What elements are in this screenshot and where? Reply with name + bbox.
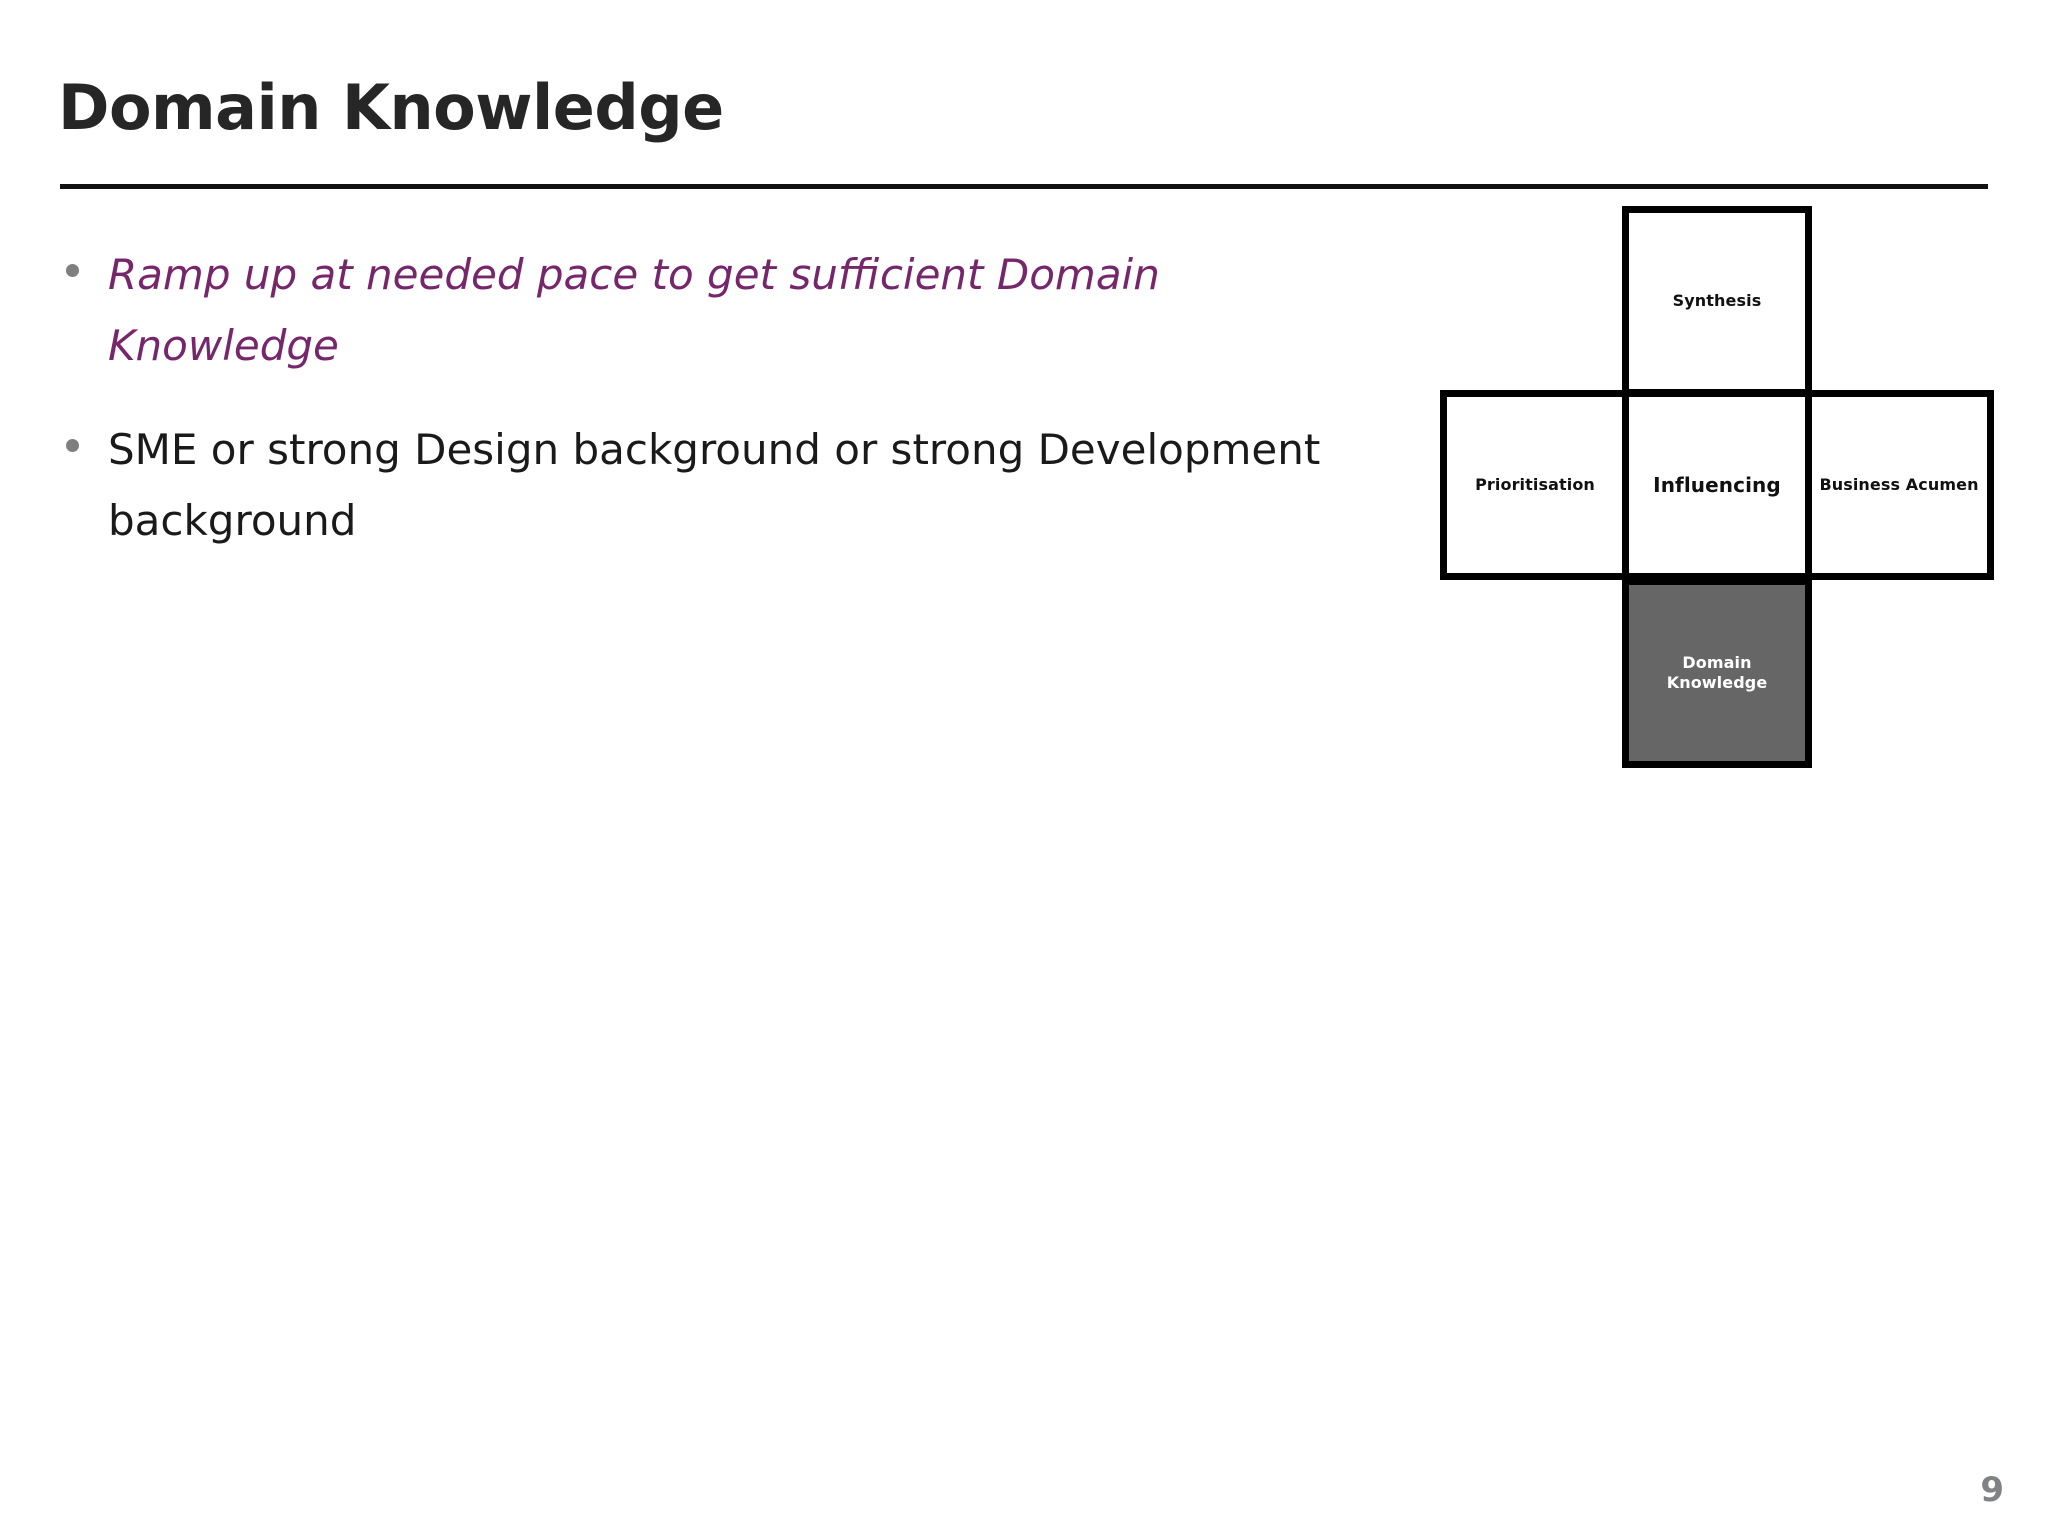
- cross-matrix-diagram: Synthesis Prioritisation Influencing Bus…: [1432, 200, 2000, 780]
- bullet-text-1: Ramp up at needed pace to get sufficient…: [108, 250, 1160, 370]
- bullet-text-2: SME or strong Design background or stron…: [108, 425, 1321, 545]
- list-item: Ramp up at needed pace to get sufficient…: [52, 240, 1342, 381]
- diagram-cell-influencing: Influencing: [1622, 390, 1812, 580]
- diagram-cell-synthesis: Synthesis: [1622, 206, 1812, 396]
- bullet-dot-icon: [52, 240, 108, 281]
- title-divider: [60, 184, 1988, 189]
- page-number: 9: [1980, 1470, 2004, 1510]
- page-title: Domain Knowledge: [58, 70, 724, 144]
- bullet-list: Ramp up at needed pace to get sufficient…: [52, 240, 1342, 590]
- bullet-dot-icon: [52, 415, 108, 456]
- diagram-cell-label: Domain Knowledge: [1666, 653, 1768, 692]
- diagram-cell-domain-knowledge: Domain Knowledge: [1622, 578, 1812, 768]
- diagram-cell-label: Synthesis: [1672, 291, 1762, 311]
- diagram-cell-prioritisation: Prioritisation: [1440, 390, 1630, 580]
- diagram-cell-label: Business Acumen: [1819, 475, 1979, 495]
- diagram-cell-label: Influencing: [1653, 472, 1781, 497]
- list-item: SME or strong Design background or stron…: [52, 415, 1342, 556]
- diagram-cell-label: Prioritisation: [1475, 475, 1595, 495]
- cross-grid: Synthesis Prioritisation Influencing Bus…: [1432, 200, 2000, 780]
- diagram-cell-business-acumen: Business Acumen: [1804, 390, 1994, 580]
